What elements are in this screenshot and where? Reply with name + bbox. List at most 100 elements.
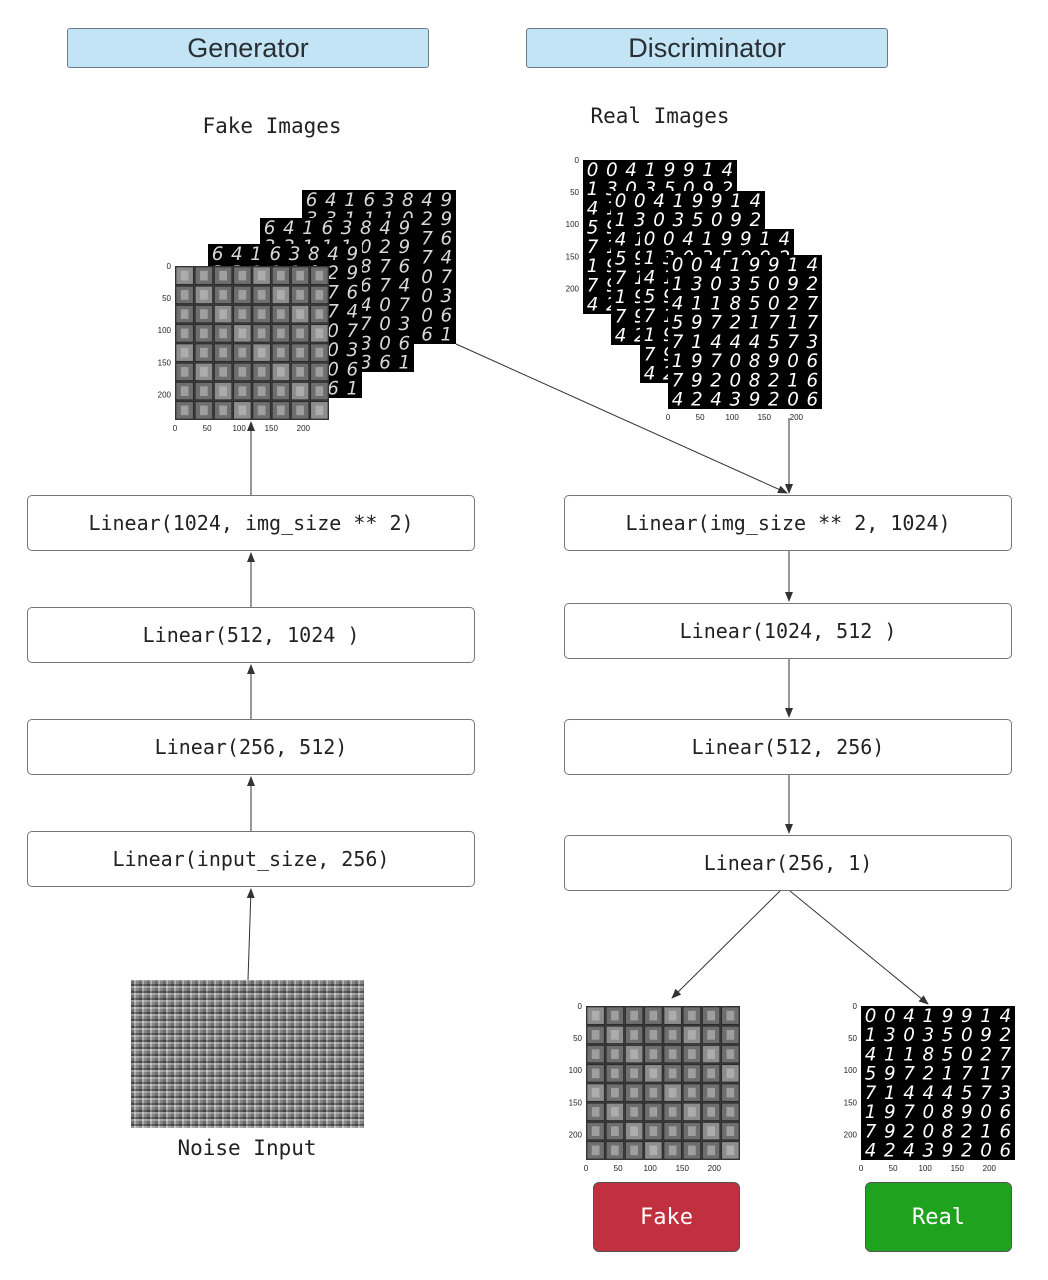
fake-images-caption: Fake Images xyxy=(202,114,342,138)
grid-digit: 9 xyxy=(702,179,714,200)
grid-digit: 4 xyxy=(325,190,337,211)
x-tick-label: 50 xyxy=(889,1164,898,1173)
x-tick-label: 150 xyxy=(758,413,772,422)
grid-digit: 0 xyxy=(961,1025,973,1046)
x-tick-label: 150 xyxy=(265,424,279,433)
grid-digit: 1 xyxy=(441,325,453,346)
grid-digit: 1 xyxy=(759,229,771,250)
grid-digit: 8 xyxy=(308,244,320,265)
grid-digit: 0 xyxy=(421,267,433,288)
grid-digit: 4 xyxy=(865,1141,877,1162)
grid-digit: 1 xyxy=(615,287,627,308)
grid-digit: 7 xyxy=(903,1064,915,1085)
grid-digit: 9 xyxy=(441,190,453,211)
grid-digit: 4 xyxy=(682,229,694,250)
grid-digit: 0 xyxy=(644,229,656,250)
grid-digit: 6 xyxy=(379,353,391,374)
x-tick-label: 0 xyxy=(584,1164,589,1173)
grid-digit: 4 xyxy=(672,293,684,314)
grid-digit: 4 xyxy=(347,302,359,323)
grid-digit: 1 xyxy=(980,1121,992,1142)
grid-digit: 6 xyxy=(327,379,339,400)
grid-digit: 1 xyxy=(730,191,742,212)
grid-digit: 7 xyxy=(865,1083,877,1104)
grid-digit: 9 xyxy=(884,1121,896,1142)
arrow-noise-to-linear1 xyxy=(246,888,255,981)
grid-digit: 3 xyxy=(645,179,657,200)
grid-digit: 4 xyxy=(615,326,627,347)
x-tick-label: 200 xyxy=(297,424,311,433)
generator-layer-1: Linear(input_size, 256) xyxy=(27,831,475,887)
grid-digit: 1 xyxy=(691,332,703,353)
grid-digit: 0 xyxy=(768,293,780,314)
grid-digit: 7 xyxy=(327,282,339,303)
grid-digit: 8 xyxy=(749,351,761,372)
noise-input-image xyxy=(131,980,364,1128)
grid-digit: 1 xyxy=(587,179,599,200)
grid-digit: 7 xyxy=(587,237,599,258)
y-tick-label: 50 xyxy=(162,294,171,303)
grid-digit: 9 xyxy=(664,160,676,181)
grid-digit: 1 xyxy=(865,1025,877,1046)
grid-digit: 2 xyxy=(787,293,799,314)
grid-digit: 9 xyxy=(768,255,780,276)
x-tick-label: 50 xyxy=(614,1164,623,1173)
grid-digit: 4 xyxy=(903,1141,915,1162)
x-tick-label: 200 xyxy=(708,1164,722,1173)
grid-digit: 2 xyxy=(722,179,734,200)
grid-digit: 7 xyxy=(1000,1044,1012,1065)
generator-header: Generator xyxy=(67,28,429,68)
grid-digit: 5 xyxy=(749,293,761,314)
grid-digit: 2 xyxy=(961,1141,973,1162)
grid-digit: 4 xyxy=(231,244,243,265)
grid-digit: 2 xyxy=(768,370,780,391)
grid-digit: 6 xyxy=(1000,1121,1012,1142)
grid-digit: 7 xyxy=(903,1102,915,1123)
x-tick-label: 0 xyxy=(859,1164,864,1173)
grid-digit: 5 xyxy=(961,1083,973,1104)
grid-digit: 7 xyxy=(1000,1064,1012,1085)
grid-digit: 2 xyxy=(379,237,391,258)
discriminator-layer-1: Linear(img_size ** 2, 1024) xyxy=(564,495,1012,551)
grid-digit: 0 xyxy=(787,351,799,372)
grid-digit: 6 xyxy=(1000,1141,1012,1162)
grid-digit: 3 xyxy=(884,1025,896,1046)
grid-digit: 3 xyxy=(691,274,703,295)
grid-digit: 3 xyxy=(606,179,618,200)
grid-digit: 7 xyxy=(672,370,684,391)
x-tick-label: 100 xyxy=(918,1164,932,1173)
grid-digit: 4 xyxy=(779,229,791,250)
grid-digit: 0 xyxy=(672,255,684,276)
grid-digit: 1 xyxy=(980,1064,992,1085)
y-tick-label: 150 xyxy=(844,1098,858,1107)
grid-digit: 0 xyxy=(884,1006,896,1027)
grid-digit: 0 xyxy=(327,340,339,361)
grid-digit: 3 xyxy=(634,210,646,231)
grid-digit: 7 xyxy=(787,332,799,353)
grid-digit: 0 xyxy=(625,179,637,200)
grid-digit: 8 xyxy=(730,293,742,314)
grid-digit: 6 xyxy=(421,325,433,346)
grid-digit: 0 xyxy=(730,351,742,372)
grid-digit: 5 xyxy=(942,1025,954,1046)
grid-digit: 2 xyxy=(923,1064,935,1085)
grid-digit: 9 xyxy=(740,229,752,250)
y-tick-label: 150 xyxy=(566,252,580,261)
grid-digit: 9 xyxy=(399,218,411,239)
grid-digit: 5 xyxy=(615,249,627,270)
grid-digit: 4 xyxy=(644,267,656,288)
x-tick-label: 200 xyxy=(983,1164,997,1173)
grid-digit: 9 xyxy=(942,1141,954,1162)
grid-digit: 7 xyxy=(672,332,684,353)
grid-digit: 7 xyxy=(360,314,372,335)
grid-digit: 7 xyxy=(710,313,722,334)
grid-digit: 9 xyxy=(884,1064,896,1085)
grid-digit: 4 xyxy=(710,255,722,276)
grid-digit: 9 xyxy=(399,237,411,258)
grid-digit: 7 xyxy=(615,306,627,327)
grid-digit: 2 xyxy=(1000,1025,1012,1046)
grid-digit: 0 xyxy=(730,370,742,391)
grid-digit: 3 xyxy=(341,218,353,239)
